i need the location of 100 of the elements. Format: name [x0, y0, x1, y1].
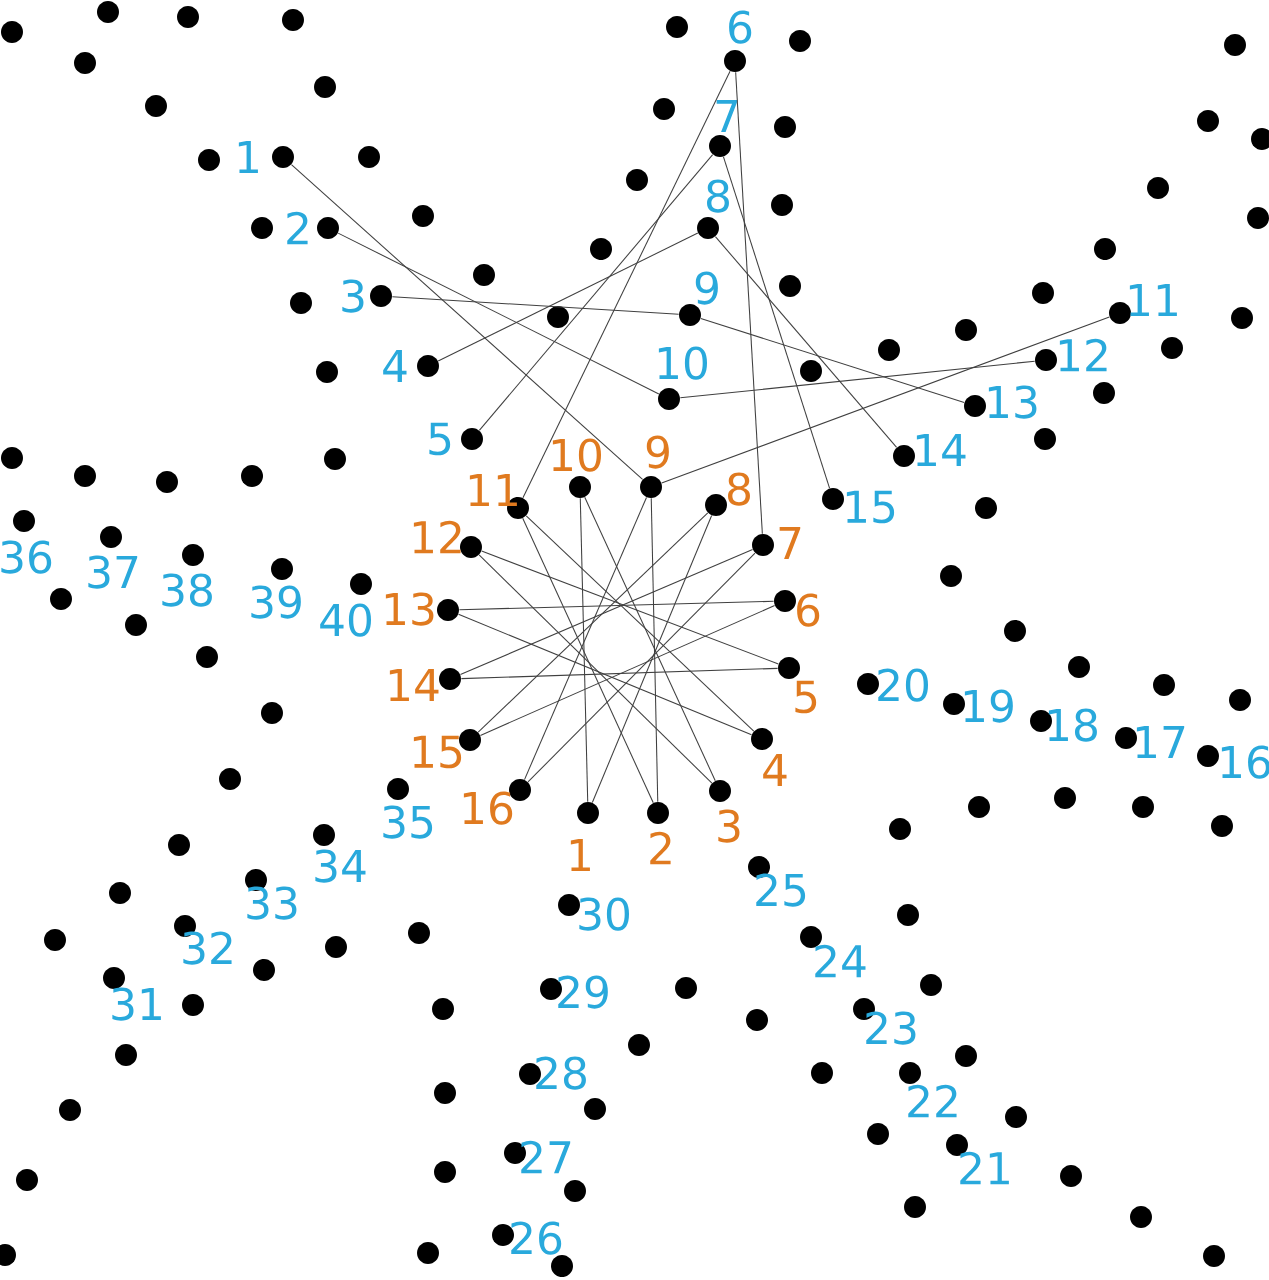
- dot: [282, 9, 304, 31]
- dot: [156, 471, 178, 493]
- number-label: 16: [463, 791, 513, 825]
- number-label: 15: [413, 735, 462, 769]
- dot: [1005, 1106, 1027, 1128]
- dot: [261, 702, 283, 724]
- dot: [145, 95, 167, 117]
- dot: [547, 306, 569, 328]
- dot: [709, 780, 731, 802]
- dot: [439, 668, 461, 690]
- dot: [473, 264, 495, 286]
- line: [525, 515, 755, 732]
- dot: [241, 465, 263, 487]
- dot: [1, 447, 23, 469]
- dot: [822, 488, 844, 510]
- number-label: 31: [112, 987, 161, 1021]
- dot: [317, 217, 339, 239]
- dot: [679, 304, 701, 326]
- line: [478, 154, 714, 431]
- line: [722, 156, 831, 489]
- dot: [705, 494, 727, 516]
- dot: [752, 534, 774, 556]
- dot: [16, 1169, 38, 1191]
- line: [481, 550, 779, 665]
- dot: [459, 729, 481, 751]
- number-label: 11: [1129, 284, 1177, 316]
- dot: [577, 802, 599, 824]
- dot: [115, 1044, 137, 1066]
- dot: [219, 768, 241, 790]
- line: [522, 70, 731, 499]
- number-label: 19: [964, 689, 1013, 723]
- dot: [1229, 689, 1251, 711]
- dot: [253, 959, 275, 981]
- dot: [177, 6, 199, 28]
- line: [459, 548, 754, 676]
- number-label: 8: [728, 472, 750, 506]
- dot: [653, 98, 675, 120]
- dot: [558, 894, 580, 916]
- dot: [44, 929, 66, 951]
- dot: [325, 936, 347, 958]
- dot: [893, 445, 915, 467]
- number-label: 3: [718, 809, 740, 843]
- number-label: 17: [1136, 726, 1185, 758]
- line: [523, 496, 648, 781]
- line: [527, 552, 756, 783]
- line: [460, 667, 779, 680]
- line: [477, 512, 709, 733]
- dot: [551, 1255, 573, 1277]
- dot: [103, 967, 125, 989]
- dot: [709, 135, 731, 157]
- dot: [878, 339, 900, 361]
- number-label: 12: [413, 520, 461, 554]
- dot: [1211, 815, 1233, 837]
- line: [479, 605, 776, 736]
- line: [591, 514, 713, 804]
- line: [458, 600, 775, 611]
- line: [391, 296, 680, 315]
- dot: [408, 922, 430, 944]
- number-label: 9: [695, 271, 718, 305]
- dot: [370, 285, 392, 307]
- dot: [774, 590, 796, 612]
- dot: [251, 217, 273, 239]
- number-label: 1: [238, 141, 258, 173]
- dot: [968, 796, 990, 818]
- number-label: 10: [552, 438, 601, 472]
- dot: [1147, 177, 1169, 199]
- dot: [432, 998, 454, 1020]
- dot: [313, 824, 335, 846]
- line: [337, 232, 660, 395]
- number-label: 37: [88, 555, 138, 589]
- dot: [437, 599, 459, 621]
- dot: [198, 149, 220, 171]
- number-label: 9: [646, 435, 669, 469]
- line: [584, 496, 716, 782]
- dot: [316, 361, 338, 383]
- number-label: 14: [389, 669, 439, 701]
- number-label: 32: [183, 931, 232, 965]
- line: [290, 164, 644, 480]
- number-label: 21: [960, 1151, 1009, 1185]
- dot: [1224, 34, 1246, 56]
- dot: [647, 802, 669, 824]
- dot: [324, 448, 346, 470]
- number-label: 10: [658, 346, 707, 380]
- number-label: 6: [797, 593, 820, 627]
- number-label: 33: [247, 886, 297, 920]
- dot: [964, 395, 986, 417]
- number-label: 18: [1048, 708, 1097, 742]
- number-label: 34: [315, 849, 366, 883]
- number-label: 13: [988, 385, 1037, 419]
- dot: [857, 673, 879, 695]
- dot: [412, 205, 434, 227]
- dot: [1115, 727, 1137, 749]
- dot: [789, 30, 811, 52]
- dot: [59, 1099, 81, 1121]
- dot: [1093, 382, 1115, 404]
- dot: [1197, 110, 1219, 132]
- line: [522, 517, 654, 804]
- number-label: 2: [650, 831, 671, 865]
- number-label: 29: [558, 975, 608, 1009]
- dot: [417, 1242, 439, 1264]
